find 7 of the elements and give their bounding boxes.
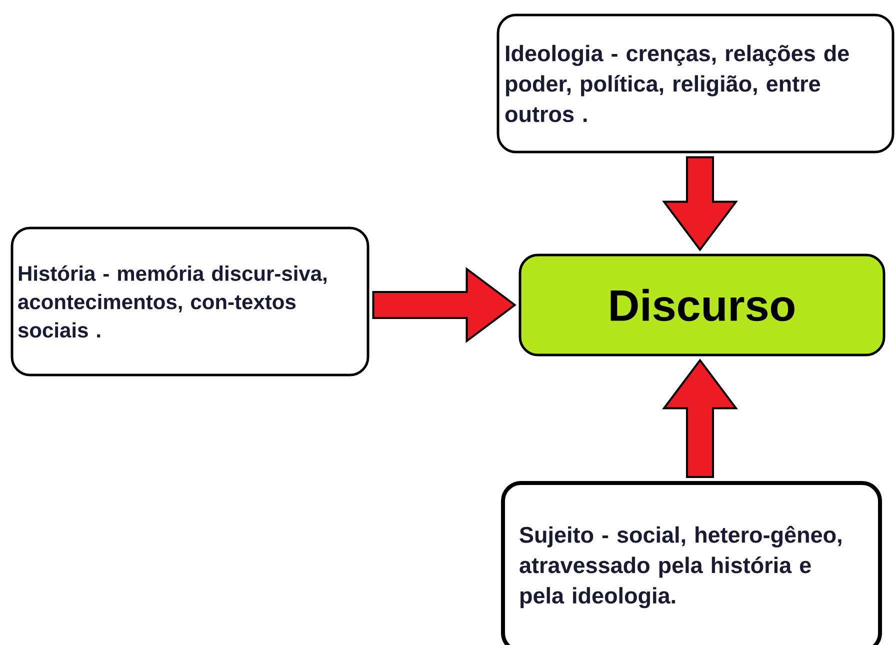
block-arrow: [662, 358, 738, 478]
text-box: Ideologia - crenças, relações de poder, política, religião, entre outros .: [496, 14, 894, 154]
text-box: Sujeito - social, hetero-gêneo, atravessado pela história e pela ideologia.: [501, 481, 882, 645]
block-arrow: [662, 156, 738, 252]
block-arrow: [372, 267, 516, 343]
central-box: Discurso: [518, 254, 886, 356]
text-box: História - memória discur-siva, acontecimentos, con-textos sociais .: [10, 226, 370, 376]
